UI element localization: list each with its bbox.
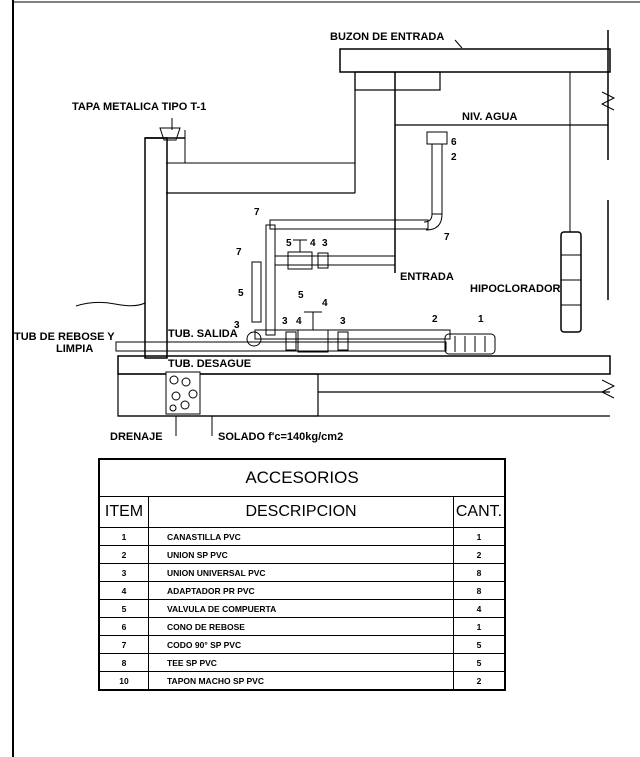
- callout-number: 5: [298, 290, 304, 301]
- callout-number: 4: [322, 298, 328, 309]
- left-wall: [144, 137, 168, 359]
- cell-cant: 1: [453, 527, 506, 546]
- cell-cant: 2: [453, 671, 506, 691]
- solado-label: SOLADO f'c=140kg/cm2: [218, 431, 343, 443]
- pipe-entrada: [274, 255, 396, 266]
- gauge-fitting: [246, 331, 262, 347]
- table-title: ACCESORIOS: [98, 458, 506, 497]
- tapa-metalica: [159, 127, 181, 141]
- table-row: 6 CONO DE REBOSE 1: [98, 617, 506, 636]
- tub-salida-label: TUB. SALIDA: [168, 328, 238, 340]
- cell-cant: 8: [453, 563, 506, 582]
- callout-number: 7: [254, 207, 260, 218]
- cell-cant: 5: [453, 653, 506, 672]
- pipe-secondary-vertical: [251, 261, 262, 323]
- pipe-upper: [269, 219, 429, 230]
- niv-agua-label: NIV. AGUA: [462, 111, 517, 123]
- ground-line: [75, 301, 146, 307]
- table-row: 4 ADAPTADOR PR PVC 8: [98, 581, 506, 600]
- break-mark-lower: [600, 379, 616, 399]
- tub-rebose-label-1: TUB DE REBOSE Y: [14, 331, 115, 343]
- overflow-pipe: [431, 143, 443, 215]
- cell-cant: 2: [453, 545, 506, 564]
- accesorios-table: ACCESORIOS ITEM DESCRIPCION CANT. 1 CANA…: [98, 458, 506, 691]
- callout-number: 5: [238, 288, 244, 299]
- callout-number: 5: [286, 238, 292, 249]
- tub-desague-label: TUB. DESAGUE: [168, 358, 251, 370]
- pipe-bypass: [254, 329, 451, 340]
- table-row: 3 UNION UNIVERSAL PVC 8: [98, 563, 506, 582]
- hipoclorador: [560, 231, 582, 333]
- cell-item: 2: [98, 545, 149, 564]
- callout-number: 3: [282, 316, 288, 327]
- base-slab: [117, 355, 611, 375]
- header-item: ITEM: [98, 496, 149, 528]
- buzon-box: [354, 71, 441, 91]
- leader-buzon: [454, 39, 463, 49]
- cell-item: 4: [98, 581, 149, 600]
- callout-number: 3: [234, 320, 240, 331]
- table-row: 2 UNION SP PVC 2: [98, 545, 506, 564]
- cell-item: 10: [98, 671, 149, 691]
- cell-cant: 5: [453, 635, 506, 654]
- valve-lower: [285, 311, 349, 353]
- cell-desc: TEE SP PVC: [148, 653, 454, 672]
- cell-item: 6: [98, 617, 149, 636]
- table-row: 5 VALVULA DE COMPUERTA 4: [98, 599, 506, 618]
- cell-item: 7: [98, 635, 149, 654]
- cell-desc: UNION SP PVC: [148, 545, 454, 564]
- base-lower: [117, 373, 319, 417]
- valve-upper: [287, 239, 329, 270]
- header-descripcion: DESCRIPCION: [148, 496, 454, 528]
- cell-desc: VALVULA DE COMPUERTA: [148, 599, 454, 618]
- pipe-salida: [115, 341, 447, 352]
- callout-number: 1: [478, 314, 484, 325]
- callout-number: 2: [451, 152, 457, 163]
- callout-number: 4: [296, 316, 302, 327]
- buzon-slab: [339, 48, 611, 73]
- callout-number: 3: [322, 238, 328, 249]
- cell-item: 5: [98, 599, 149, 618]
- canastilla: [444, 333, 496, 355]
- table-row: 8 TEE SP PVC 5: [98, 653, 506, 672]
- callout-number: 7: [444, 232, 450, 243]
- drenaje-label: DRENAJE: [110, 431, 163, 443]
- callout-number: 2: [432, 314, 438, 325]
- callout-number: 6: [451, 137, 457, 148]
- drenaje-gravel: [165, 371, 201, 415]
- header-cant: CANT.: [453, 496, 506, 528]
- cono-rebose: [426, 131, 448, 145]
- hipoclorador-label: HIPOCLORADOR: [470, 283, 561, 295]
- table-row: 7 CODO 90° SP PVC 5: [98, 635, 506, 654]
- cell-cant: 1: [453, 617, 506, 636]
- canastilla-slots: [454, 336, 486, 352]
- cell-cant: 8: [453, 581, 506, 600]
- callout-number: 4: [310, 238, 316, 249]
- buzon-label: BUZON DE ENTRADA: [330, 31, 444, 43]
- cell-cant: 4: [453, 599, 506, 618]
- callout-number: 7: [236, 247, 242, 258]
- cell-desc: CANASTILLA PVC: [148, 527, 454, 546]
- table-row: 1 CANASTILLA PVC 1: [98, 527, 506, 546]
- cell-desc: CODO 90° SP PVC: [148, 635, 454, 654]
- tapa-label: TAPA METALICA TIPO T-1: [72, 101, 206, 113]
- cell-item: 8: [98, 653, 149, 672]
- cell-item: 3: [98, 563, 149, 582]
- pipe-upper-vertical: [265, 224, 276, 336]
- hipoclorador-bands: [561, 254, 581, 306]
- cell-desc: ADAPTADOR PR PVC: [148, 581, 454, 600]
- cell-desc: CONO DE REBOSE: [148, 617, 454, 636]
- cell-desc: UNION UNIVERSAL PVC: [148, 563, 454, 582]
- table-row: 10 TAPON MACHO SP PVC 2: [98, 671, 506, 691]
- cell-item: 1: [98, 527, 149, 546]
- gravel-stones: [169, 375, 198, 412]
- callout-number: 3: [340, 316, 346, 327]
- entrada-label: ENTRADA: [400, 271, 454, 283]
- break-mark-upper: [600, 91, 616, 111]
- overflow-elbow: [423, 213, 443, 231]
- tub-rebose-label-2: LIMPIA: [56, 343, 93, 355]
- cell-desc: TAPON MACHO SP PVC: [148, 671, 454, 691]
